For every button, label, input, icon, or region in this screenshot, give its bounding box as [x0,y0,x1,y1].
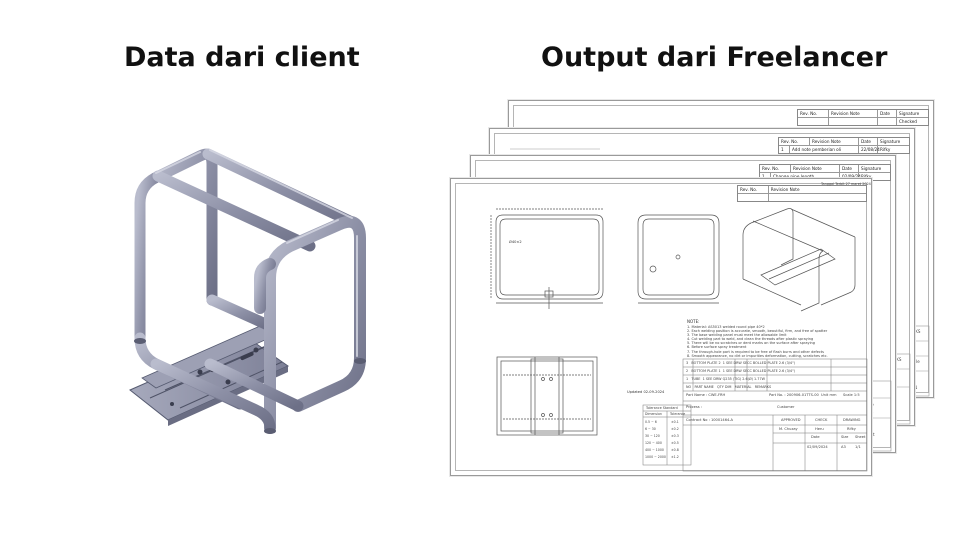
rev-note: Add note pemberian oli [790,146,859,153]
front-pipe-loop [254,215,366,434]
drawer-name: Rifky [847,427,856,431]
part-name: Part Name : CWE-FRH [686,393,726,397]
sheet-label: Sheet [855,435,866,439]
pipe-frame-3d-render [129,148,366,434]
rev-note-header: Revision Note [791,165,840,172]
sheet-value: 1/1 [855,445,861,449]
heading-freelancer-output: Output dari Freelancer [541,42,888,73]
rev-sign-header: Signature [899,111,920,116]
scale: Scale 1:5 [843,393,860,397]
note-line: 7. The through-hole part is required to … [687,349,824,354]
approved-label: APPROVED [781,418,801,422]
bom-row-3: 3 BOTTOM PLATE 2 1 SEE DRW SECC BOLLED P… [686,361,795,365]
rev-note-header: Revision Note [770,187,800,192]
size-value: A3 [841,445,846,449]
dim-label-front: Ø40×2 [509,239,522,244]
rev-no: 1 [760,173,771,180]
rev-date-header: Date [840,165,859,172]
bom-header-row: NO PART NAME QTY DIM MATERIAL REMARKS [686,385,772,389]
tolerance-header-tol: Tolerance [670,412,686,416]
size-label: Size [841,435,849,439]
stamp-text: Updated 02-09-2024 [627,390,665,394]
front-sheet-linework: Ø40×2 [490,208,868,472]
rev-no-header: Rev. No. [798,110,829,117]
bom-row-1: 1 TUBE 1 SEE DRW Q235 (TIG) 2.6(Ø) 1.77W [686,377,765,381]
process-label: Process : [686,405,702,409]
top-rails [152,148,362,332]
note-line: 3. The base welding panel must meet the … [687,333,787,338]
note-line: 6. Before surface spray treatment [687,345,747,350]
contract-no: Contract No : 10001464-A [686,418,733,422]
tolerance-title: Tolerance Standard [646,406,678,410]
bom-row-2: 2 BOTTOM PLATE 1 1 SEE DRW SECC BOLLED P… [686,369,795,373]
drawing-label: DRAWING [843,418,861,422]
issue-date-label: Tanggal Terbit 27 maret 2024 [821,182,871,186]
check-label: CHECK [815,418,828,422]
notes-title: NOTE: [687,319,700,324]
part-no: Part No. : 200906-01TTS-00 [769,393,819,397]
date-value: 02/09/2024 [807,445,828,449]
pipe-highlights [155,149,358,357]
rev-no: 1 [779,146,790,153]
foot-caps [134,338,366,434]
date-label: Date [811,435,820,439]
heading-client-data: Data dari client [124,42,360,73]
tolerance-tol-col: ±0.1±0.2±0.3±0.5±0.8±1.2 [671,420,679,459]
note-line: 2. Each welding position is accurate, sm… [687,329,828,334]
iso-view [742,208,856,312]
rev-date-header: Date [878,110,897,117]
note-line: 5. There will be no scratches or dent ma… [687,341,815,346]
rev-note-header: Revision Note [810,138,859,145]
unit: Unit mm [821,393,837,397]
rev-checked-header: Checked [899,119,917,124]
top-view [496,356,598,436]
rev-note-header: Revision Note [829,110,878,117]
note-line: 8. Smooth appearance, no dirt or impurit… [687,353,828,358]
rev-sign-header: Signature [861,166,882,171]
rev-date: 22/08/24 [861,146,880,153]
rev-sign-header: Signature [880,139,901,144]
checker-name: Heru [815,427,824,431]
rev-sign: Rifky [861,174,872,179]
note-line: 4. Cut welding part to weld, and clean t… [687,337,814,342]
drawing-sheet-front: Rev. No.Revision Note Tanggal Terbit 27 … [450,178,872,476]
rev-no-header: Rev. No. [738,186,769,193]
note-line: 1. Material: AS5013 welded round pipe 40… [687,325,765,329]
approver-name: M. Chuzay [779,427,798,431]
tolerance-header-dim: Dimension [645,412,662,416]
rev-no-header: Rev. No. [760,165,791,172]
notes-list: 1. Material: AS5013 welded round pipe 40… [687,325,867,358]
rev-note: Change pipe length [771,173,840,180]
rev-date-header: Date [859,138,878,145]
rev-date: 02/09/24 [842,173,861,180]
rev-no-header: Rev. No. [779,138,810,145]
rev-sign: Rifky [880,147,891,152]
customer-label: Customer [777,405,795,409]
